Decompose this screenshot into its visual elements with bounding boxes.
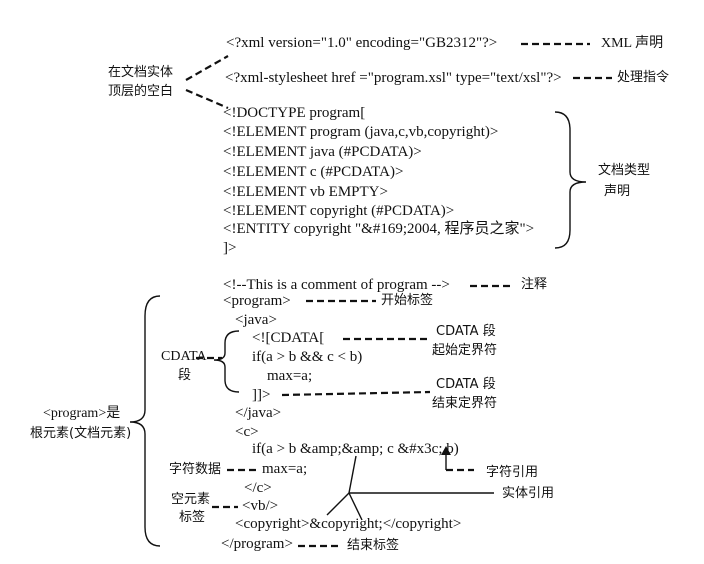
label-comment: 注释 (521, 277, 548, 292)
label-processing-instruction: 处理指令 (617, 70, 670, 85)
label-xml-declaration: XML 声明 (601, 36, 664, 51)
code-doctype-end: ]> (223, 240, 237, 256)
code-java-open: <java> (235, 312, 277, 328)
label-character-data: 字符数据 (169, 462, 222, 477)
label-entity-reference: 实体引用 (502, 486, 555, 501)
label-dtd-line2: 声明 (604, 184, 631, 199)
label-cdata-start-line2: 起始定界符 (432, 343, 498, 358)
label-start-tag: 开始标签 (381, 293, 434, 308)
label-cdata-start-line1: CDATA 段 (436, 324, 496, 339)
cdata-brace (213, 330, 240, 393)
label-empty-element-line2: 标签 (179, 510, 206, 525)
code-element-vb: <!ELEMENT vb EMPTY> (223, 184, 388, 200)
root-element-brace (129, 295, 161, 547)
code-program-close: </program> (221, 536, 293, 552)
code-program-open: <program> (223, 293, 291, 309)
code-java-close: </java> (235, 405, 282, 421)
label-cdata-end-line2: 结束定界符 (432, 396, 498, 411)
entity-ref-line-3 (348, 492, 363, 521)
code-element-java: <!ELEMENT java (#PCDATA)> (223, 144, 422, 160)
code-element-program: <!ELEMENT program (java,c,vb,copyright)> (223, 124, 499, 140)
label-cdata-end-line1: CDATA 段 (436, 377, 496, 392)
char-ref-arrowhead (441, 446, 451, 455)
code-cdata-close: ]]> (252, 387, 271, 403)
code-if-c: if(a > b &amp;&amp; c &#x3c; b) (252, 441, 459, 457)
label-dtd-line1: 文档类型 (598, 163, 651, 178)
label-cdata-section-line2: 段 (178, 368, 192, 383)
code-xml-declaration: <?xml version="1.0" encoding="GB2312"?> (226, 35, 498, 51)
code-c-close: </c> (244, 480, 272, 496)
label-root-element-line2: 根元素(文档元素) (30, 426, 132, 441)
label-whitespace-line2: 顶层的空白 (108, 84, 174, 99)
leader-whitespace-bottom (185, 88, 229, 110)
dtd-brace (554, 111, 587, 249)
label-root-element-line1: <program>是 (43, 406, 121, 421)
code-vb: <vb/> (242, 498, 279, 514)
code-c-open: <c> (235, 424, 259, 440)
leader-whitespace-top (185, 55, 229, 81)
code-doctype: <!DOCTYPE program[ (223, 105, 366, 121)
label-character-reference: 字符引用 (486, 465, 539, 480)
label-end-tag: 结束标签 (347, 538, 400, 553)
code-max-java: max=a; (267, 368, 313, 384)
code-element-copyright: <!ELEMENT copyright (#PCDATA)> (223, 203, 455, 219)
code-stylesheet-pi: <?xml-stylesheet href ="program.xsl" typ… (225, 70, 562, 86)
label-whitespace-line1: 在文档实体 (108, 65, 174, 80)
code-copyright: <copyright>&copyright;</copyright> (235, 516, 462, 532)
label-cdata-section-line1: CDATA (161, 349, 207, 364)
code-max-c: max=a; (262, 461, 308, 477)
code-cdata-open: <![CDATA[ (252, 330, 325, 346)
entity-ref-line-2 (326, 492, 350, 516)
code-if-java: if(a > b && c < b) (252, 349, 363, 365)
leader-cdata-end (281, 390, 431, 397)
code-comment: <!--This is a comment of program --> (223, 277, 450, 293)
code-entity: <!ENTITY copyright "&#169;2004, 程序员之家"> (223, 221, 535, 237)
label-empty-element-line1: 空元素 (171, 492, 211, 507)
code-element-c: <!ELEMENT c (#PCDATA)> (223, 164, 404, 180)
entity-ref-line-1 (348, 455, 357, 494)
